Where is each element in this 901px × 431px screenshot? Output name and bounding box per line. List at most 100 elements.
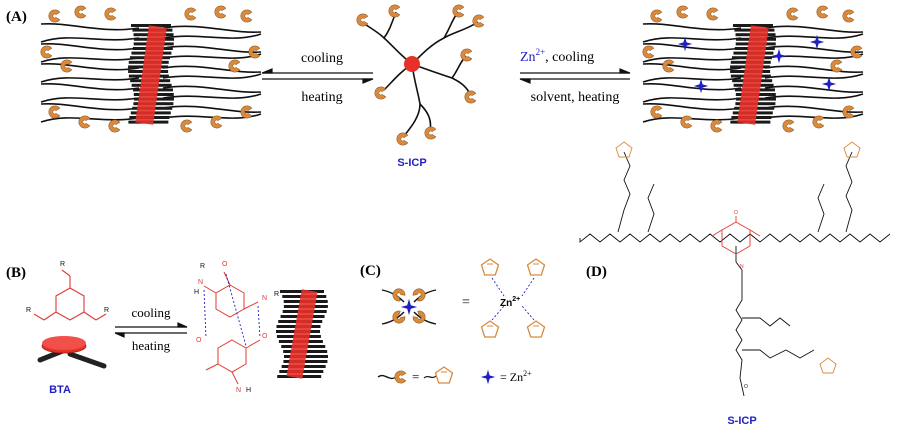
pendant-group-icon — [452, 4, 465, 18]
legend-zn-text: = Zn2+ — [500, 369, 532, 384]
polymer-chain — [642, 37, 742, 43]
polymer-chain — [40, 22, 140, 31]
s-icp-center-label: S-ICP — [397, 157, 426, 169]
polymer-chain — [162, 105, 262, 114]
s-icp-chemical-structure — [579, 141, 891, 397]
polymer-chain — [40, 57, 140, 63]
polymer-chain — [162, 65, 262, 74]
bta-molecule — [33, 269, 107, 321]
zn-complex-label: Zn2+ — [500, 296, 520, 309]
panel-label-a: (A) — [6, 9, 27, 25]
zn-star-legend-icon — [480, 369, 496, 385]
panel-label-b: (B) — [6, 265, 26, 281]
pendant-group-icon — [228, 59, 241, 73]
pendant-group-icon — [812, 115, 825, 129]
dimer-o-label: O — [262, 333, 268, 340]
pendant-group-icon — [464, 90, 477, 104]
polymer-chain — [162, 73, 262, 79]
pendant-group-icon — [830, 59, 843, 73]
cooling-heating-arrows-left — [261, 68, 374, 84]
polymer-chain — [40, 97, 140, 103]
polymer-chain — [764, 25, 864, 34]
polymer-chain — [642, 82, 742, 91]
polymer-chain — [162, 85, 262, 94]
dimer-o-label: O — [196, 337, 202, 344]
polymer-chain — [642, 22, 742, 31]
pendant-group-icon — [782, 119, 795, 133]
polymer-chain — [642, 97, 742, 103]
polymer-chain — [764, 105, 864, 114]
stack-bar — [283, 360, 328, 363]
pendant-group-icon — [356, 13, 369, 27]
dimer-r-label: R — [200, 263, 205, 270]
polymer-chain — [40, 37, 140, 43]
stack-core — [135, 25, 167, 125]
zn-ion-text: Zn — [520, 50, 536, 65]
dimer-r-label: R — [274, 291, 279, 298]
pendant-group-icon — [680, 115, 693, 129]
dimer-h-label: H — [246, 387, 251, 394]
zn-ion-charge: 2+ — [536, 47, 546, 57]
bta-label: BTA — [49, 384, 71, 396]
polymer-chain — [40, 42, 140, 51]
pendant-group-icon — [472, 14, 485, 28]
bta-stack-cartoon — [276, 289, 328, 379]
cooling-heating-arrows-b — [114, 322, 188, 338]
c-legend: = = Zn2+ — [377, 366, 532, 385]
pendant-group-icon — [48, 9, 61, 23]
stack-core — [737, 25, 769, 125]
bta-r-label: R — [60, 261, 65, 268]
polymer-chain — [162, 53, 262, 59]
d-atom-label: O — [744, 384, 748, 390]
legend-equals: = — [412, 369, 419, 384]
polymer-chain — [642, 42, 742, 51]
polymer-chain — [642, 77, 742, 83]
b-arrow-bottom-label: heating — [132, 338, 171, 353]
c-equals-sign: = — [462, 295, 470, 310]
dimer-n-label: N — [262, 295, 267, 302]
polymer-chain — [40, 102, 140, 111]
dimer-h-label: H — [194, 289, 199, 296]
polymer-chain — [642, 57, 742, 63]
pendant-group-icon — [214, 5, 227, 19]
pendant-group-icon — [786, 7, 799, 21]
panel-label-d: (D) — [586, 264, 607, 280]
bta-r-label: R — [104, 307, 109, 314]
pendant-group-icon — [104, 7, 117, 21]
zn-star-icon — [693, 78, 709, 94]
zn-star-icon — [771, 48, 787, 64]
pendant-group-icon — [210, 115, 223, 129]
pendant-group-icon — [74, 5, 87, 19]
pendant-group-icon — [240, 9, 253, 23]
bta-r-label: R — [26, 307, 31, 314]
polymer-chain — [642, 62, 742, 71]
polymer-chain — [764, 73, 864, 79]
pendant-group-icon — [650, 105, 663, 119]
pendant-group-icon — [842, 9, 855, 23]
polymer-chain — [764, 65, 864, 74]
polymer-chain — [642, 102, 742, 111]
polymer-chain — [40, 77, 140, 83]
polymer-chain — [40, 82, 140, 91]
pendant-group-icon — [460, 48, 473, 62]
right-arrow-top-label: Zn2+, cooling — [520, 47, 594, 65]
core-node — [404, 56, 420, 72]
right-arrow-top-rest: , cooling — [545, 50, 594, 65]
left-supramolecular-assembly — [40, 5, 262, 133]
pendant-group-icon — [396, 132, 409, 146]
left-arrow-top-label: cooling — [301, 51, 343, 66]
pendant-group-icon — [424, 126, 437, 140]
dimer-n-label: N — [198, 279, 203, 286]
pendant-group-icon — [78, 115, 91, 129]
polymer-chain — [162, 93, 262, 99]
pendant-group-icon — [184, 7, 197, 21]
zn-coordination-cartoon — [381, 286, 437, 326]
s-icp-star-polymer — [356, 4, 485, 146]
panel-label-c: (C) — [360, 263, 381, 279]
pendant-group-icon — [374, 86, 387, 100]
pendant-group-icon — [642, 45, 655, 59]
stack-bar — [131, 24, 171, 27]
zn-imidazole-complex — [480, 258, 546, 338]
pendant-group-icon — [48, 105, 61, 119]
pendant-group-icon — [676, 5, 689, 19]
